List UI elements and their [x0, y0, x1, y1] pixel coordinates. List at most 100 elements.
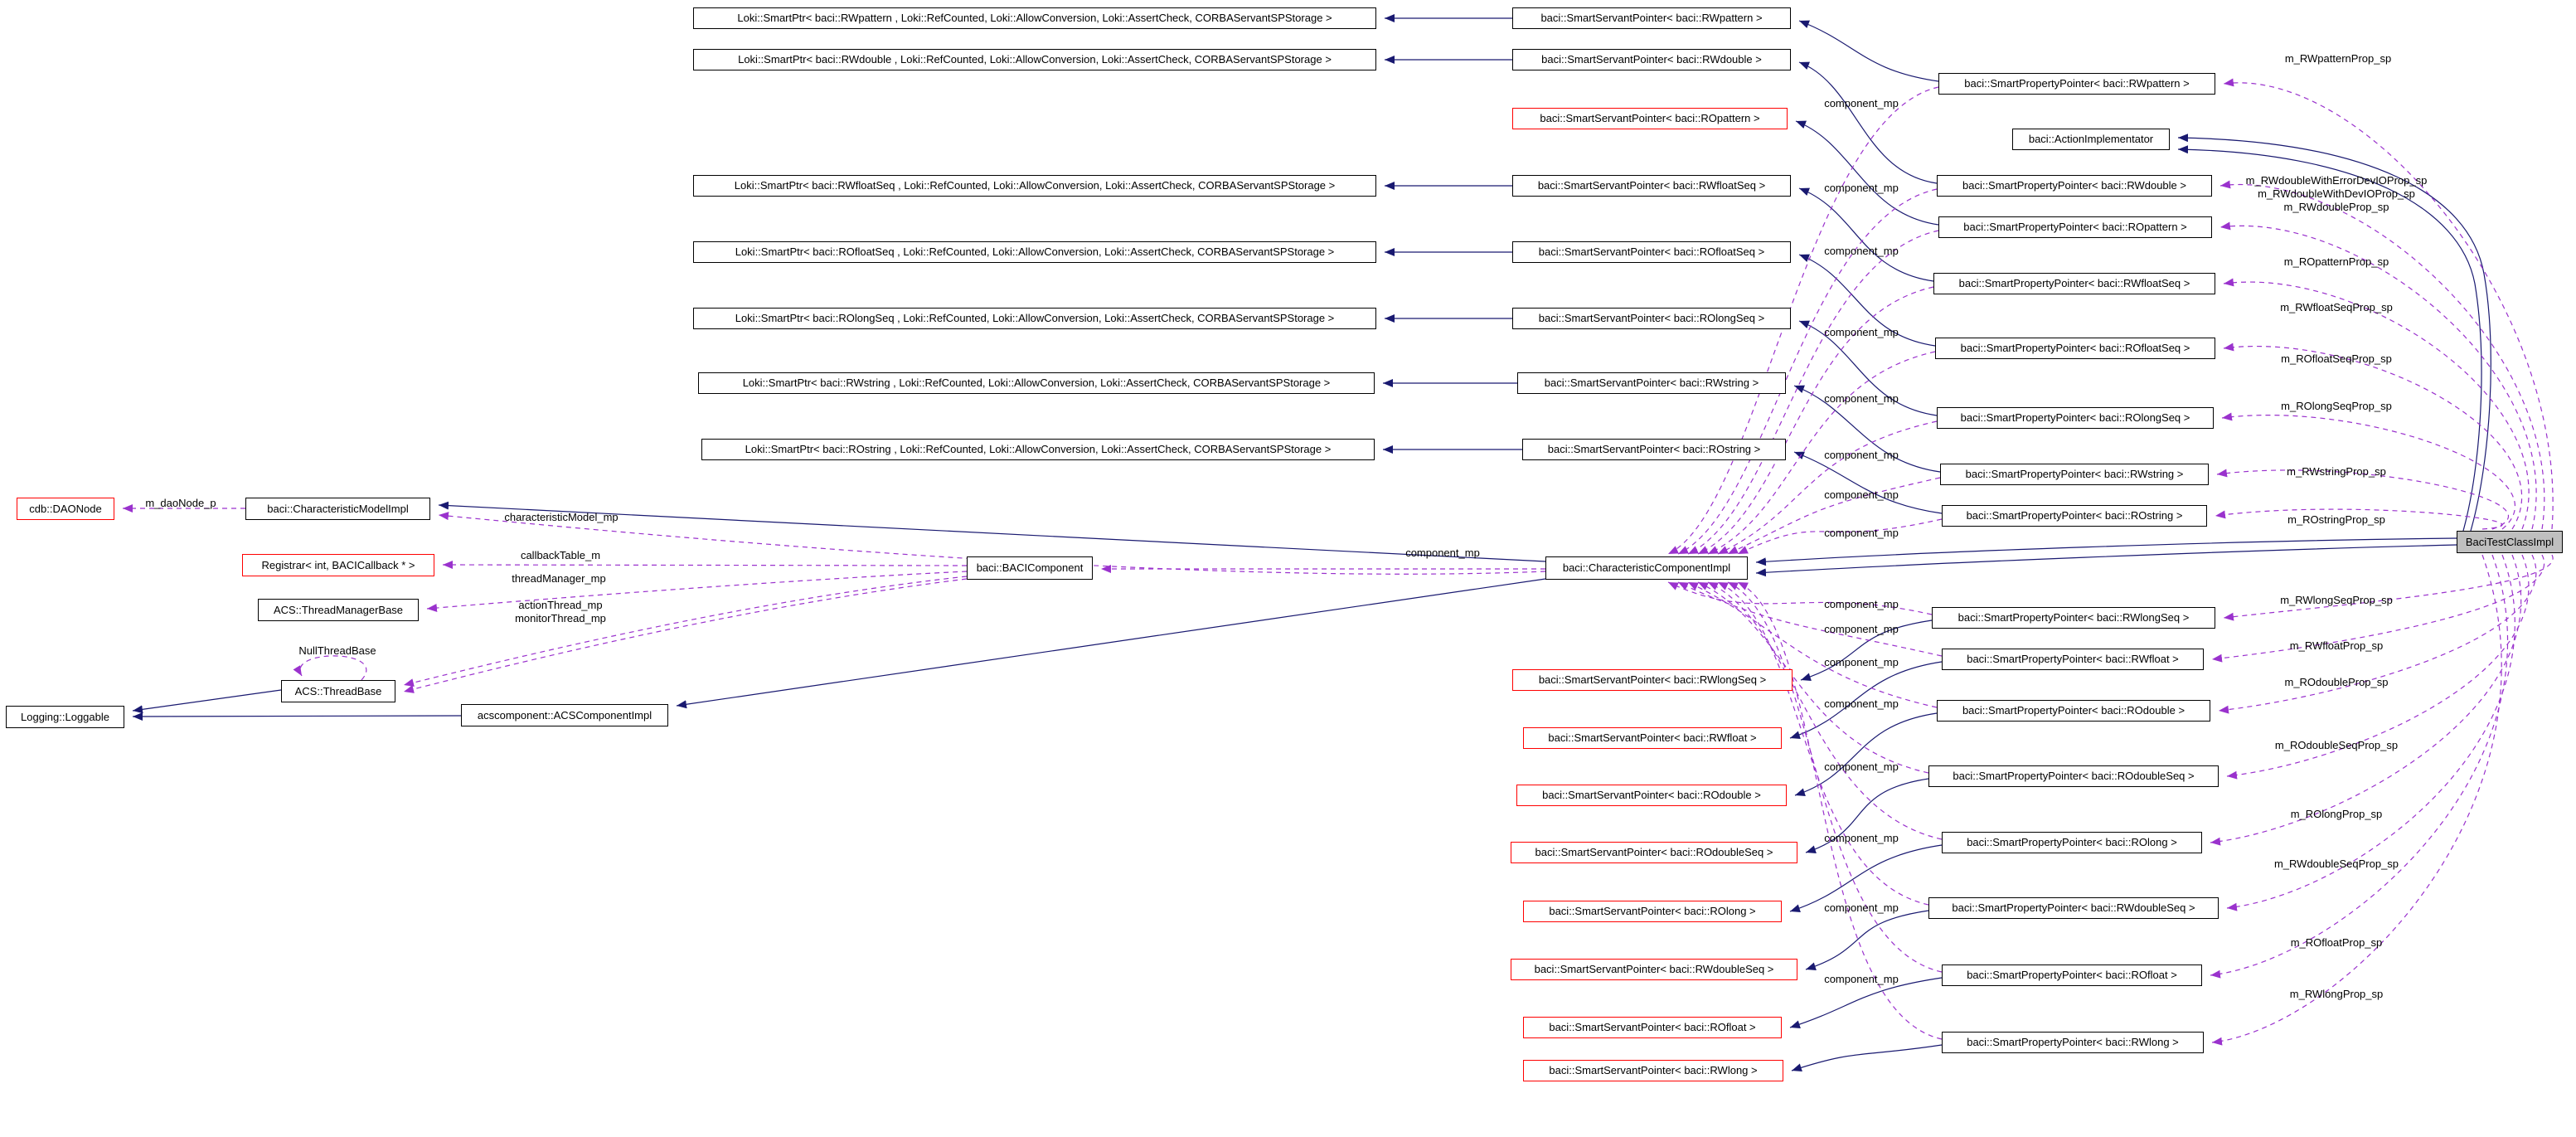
- edge-label: m_RWpatternProp_sp: [2285, 52, 2391, 65]
- edge-label: m_ROdoubleProp_sp: [2284, 676, 2388, 688]
- usage-edge: [2224, 347, 2522, 529]
- inheritance-edge: [1795, 713, 1937, 795]
- edge-label: m_ROdoubleSeqProp_sp: [2275, 739, 2398, 751]
- class-node-sp-rwlong[interactable]: baci::SmartServantPointer< baci::RWlong …: [1523, 1060, 1783, 1081]
- class-node-loki-rwdouble[interactable]: Loki::SmartPtr< baci::RWdouble , Loki::R…: [693, 49, 1376, 70]
- usage-edge: [2210, 555, 2508, 975]
- class-node-loki-rostring[interactable]: Loki::SmartPtr< baci::ROstring , Loki::R…: [701, 439, 1375, 460]
- class-node-loki-rwfloatseq[interactable]: Loki::SmartPtr< baci::RWfloatSeq , Loki:…: [693, 175, 1376, 197]
- edge-label: threadManager_mp: [512, 572, 605, 585]
- class-node-acscomponentimpl[interactable]: acscomponent::ACSComponentImpl: [461, 704, 668, 726]
- class-node-pp-rwfloat[interactable]: baci::SmartPropertyPointer< baci::RWfloa…: [1942, 649, 2204, 670]
- class-node-pp-rofloatseq[interactable]: baci::SmartPropertyPointer< baci::ROfloa…: [1935, 338, 2215, 359]
- class-node-pp-rwdoubleseq[interactable]: baci::SmartPropertyPointer< baci::RWdoub…: [1928, 897, 2219, 919]
- class-node-pp-rwstring[interactable]: baci::SmartPropertyPointer< baci::RWstri…: [1940, 464, 2209, 485]
- edge-label: component_mp: [1824, 97, 1899, 109]
- edge-label: component_mp: [1824, 245, 1899, 257]
- inheritance-edge: [1799, 62, 1937, 183]
- edge-label: monitorThread_mp: [515, 612, 606, 624]
- class-node-pp-rwpattern[interactable]: baci::SmartPropertyPointer< baci::RWpatt…: [1938, 73, 2215, 95]
- edge-label: component_mp: [1824, 392, 1899, 405]
- class-node-daonode[interactable]: cdb::DAONode: [17, 498, 114, 520]
- class-node-loki-rwpattern[interactable]: Loki::SmartPtr< baci::RWpattern , Loki::…: [693, 7, 1376, 29]
- edge-label: component_mp: [1824, 449, 1899, 461]
- class-node-pp-rofloat[interactable]: baci::SmartPropertyPointer< baci::ROfloa…: [1942, 965, 2202, 986]
- edge-label: component_mp: [1824, 326, 1899, 338]
- class-node-loki-rofloatseq[interactable]: Loki::SmartPtr< baci::ROfloatSeq , Loki:…: [693, 241, 1376, 263]
- edge-label: component_mp: [1824, 697, 1899, 710]
- edge-label: m_RWdoubleProp_sp: [2284, 201, 2389, 213]
- class-node-sp-rolongseq[interactable]: baci::SmartServantPointer< baci::ROlongS…: [1512, 308, 1791, 329]
- class-node-loki-rolongseq[interactable]: Loki::SmartPtr< baci::ROlongSeq , Loki::…: [693, 308, 1376, 329]
- edge-label: m_daoNode_p: [145, 497, 216, 509]
- class-node-threadbase[interactable]: ACS::ThreadBase: [281, 680, 395, 702]
- inheritance-edge: [1806, 911, 1928, 969]
- usage-edge: [427, 571, 967, 609]
- class-node-registrar[interactable]: Registrar< int, BACICallback * >: [242, 554, 434, 576]
- edge-label: m_RWlongSeqProp_sp: [2280, 594, 2393, 606]
- inheritance-edge: [677, 579, 1545, 706]
- class-node-loggable[interactable]: Logging::Loggable: [6, 706, 124, 728]
- edge-label: m_ROfloatProp_sp: [2291, 936, 2383, 949]
- edge-label: characteristicModel_mp: [504, 511, 618, 523]
- class-node-sp-rwdoubleseq[interactable]: baci::SmartServantPointer< baci::RWdoubl…: [1511, 959, 1797, 980]
- class-node-pp-rolong[interactable]: baci::SmartPropertyPointer< baci::ROlong…: [1942, 832, 2202, 853]
- class-node-sp-rostring[interactable]: baci::SmartServantPointer< baci::ROstrin…: [1522, 439, 1786, 460]
- edge-label: component_mp: [1824, 656, 1899, 668]
- edge-label: component_mp: [1824, 623, 1899, 635]
- class-node-sp-ropattern[interactable]: baci::SmartServantPointer< baci::ROpatte…: [1512, 108, 1788, 129]
- class-node-sp-rwfloat[interactable]: baci::SmartServantPointer< baci::RWfloat…: [1523, 727, 1782, 749]
- class-node-actionimplementator[interactable]: baci::ActionImplementator: [2012, 129, 2170, 150]
- edge-label: m_ROstringProp_sp: [2287, 513, 2385, 526]
- edge-label: m_RWstringProp_sp: [2287, 465, 2386, 478]
- class-node-pp-rostring[interactable]: baci::SmartPropertyPointer< baci::ROstri…: [1942, 505, 2207, 527]
- class-node-sp-rodoubleseq[interactable]: baci::SmartServantPointer< baci::ROdoubl…: [1511, 842, 1797, 863]
- usage-edge: [404, 576, 967, 685]
- class-node-pp-rolongseq[interactable]: baci::SmartPropertyPointer< baci::ROlong…: [1937, 407, 2214, 429]
- usage-edge: [2227, 555, 2515, 908]
- class-node-threadmanagerbase[interactable]: ACS::ThreadManagerBase: [258, 599, 419, 621]
- class-node-bacicomponent[interactable]: baci::BACIComponent: [967, 556, 1093, 580]
- class-node-sp-rwstring[interactable]: baci::SmartServantPointer< baci::RWstrin…: [1517, 372, 1786, 394]
- class-node-sp-rwlongseq[interactable]: baci::SmartServantPointer< baci::RWlongS…: [1512, 669, 1793, 691]
- class-node-sp-rofloat[interactable]: baci::SmartServantPointer< baci::ROfloat…: [1523, 1017, 1782, 1038]
- class-node-sp-rwfloatseq[interactable]: baci::SmartServantPointer< baci::RWfloat…: [1512, 175, 1791, 197]
- inheritance-edge: [1792, 1045, 1942, 1071]
- edge-label: component_mp: [1824, 598, 1899, 610]
- usage-edge: [2224, 555, 2553, 618]
- class-node-pp-rodoubleseq[interactable]: baci::SmartPropertyPointer< baci::ROdoub…: [1928, 765, 2219, 787]
- inheritance-edge: [1799, 21, 1938, 81]
- inheritance-edge: [1796, 121, 1938, 225]
- inheritance-edge: [1756, 538, 2457, 562]
- edge-label: NullThreadBase: [298, 644, 376, 657]
- inheritance-edge: [133, 690, 281, 711]
- class-node-loki-rwstring[interactable]: Loki::SmartPtr< baci::RWstring , Loki::R…: [698, 372, 1375, 394]
- edge-label: m_RWdoubleSeqProp_sp: [2274, 858, 2399, 870]
- class-node-sp-rodouble[interactable]: baci::SmartServantPointer< baci::ROdoubl…: [1516, 785, 1787, 806]
- edge-label: actionThread_mp: [518, 599, 602, 611]
- usage-edge: [300, 656, 366, 680]
- edge-label: component_mp: [1824, 488, 1899, 501]
- class-node-pp-ropattern[interactable]: baci::SmartPropertyPointer< baci::ROpatt…: [1938, 216, 2212, 238]
- class-node-characteristicmodelimpl[interactable]: baci::CharacteristicModelImpl: [245, 498, 430, 520]
- class-node-pp-rwlong[interactable]: baci::SmartPropertyPointer< baci::RWlong…: [1942, 1032, 2204, 1053]
- class-node-sp-rwdouble[interactable]: baci::SmartServantPointer< baci::RWdoubl…: [1512, 49, 1791, 70]
- class-node-sp-rwpattern[interactable]: baci::SmartServantPointer< baci::RWpatte…: [1512, 7, 1791, 29]
- edge-label: m_ROpatternProp_sp: [2284, 255, 2389, 268]
- edge-label: m_RWdoubleWithErrorDevIOProp_sp: [2246, 174, 2428, 187]
- class-node-pp-rwlongseq[interactable]: baci::SmartPropertyPointer< baci::RWlong…: [1932, 607, 2215, 629]
- edge-label: component_mp: [1824, 527, 1899, 539]
- class-node-pp-rwdouble[interactable]: baci::SmartPropertyPointer< baci::RWdoub…: [1937, 175, 2212, 197]
- class-node-pp-rodouble[interactable]: baci::SmartPropertyPointer< baci::ROdoub…: [1937, 700, 2210, 722]
- class-node-sp-rofloatseq[interactable]: baci::SmartServantPointer< baci::ROfloat…: [1512, 241, 1791, 263]
- edge-label: component_mp: [1824, 832, 1899, 844]
- class-node-bacitestclassimpl[interactable]: BaciTestClassImpl: [2457, 531, 2563, 553]
- class-node-characteristiccomponentimpl[interactable]: baci::CharacteristicComponentImpl: [1545, 556, 1748, 580]
- usage-edge: [404, 579, 967, 692]
- inheritance-edge: [1756, 545, 2457, 573]
- class-node-pp-rwfloatseq[interactable]: baci::SmartPropertyPointer< baci::RWfloa…: [1933, 273, 2215, 294]
- class-node-sp-rolong[interactable]: baci::SmartServantPointer< baci::ROlong …: [1523, 901, 1782, 922]
- edge-label: m_RWlongProp_sp: [2290, 988, 2383, 1000]
- usage-edge: [2220, 226, 2536, 529]
